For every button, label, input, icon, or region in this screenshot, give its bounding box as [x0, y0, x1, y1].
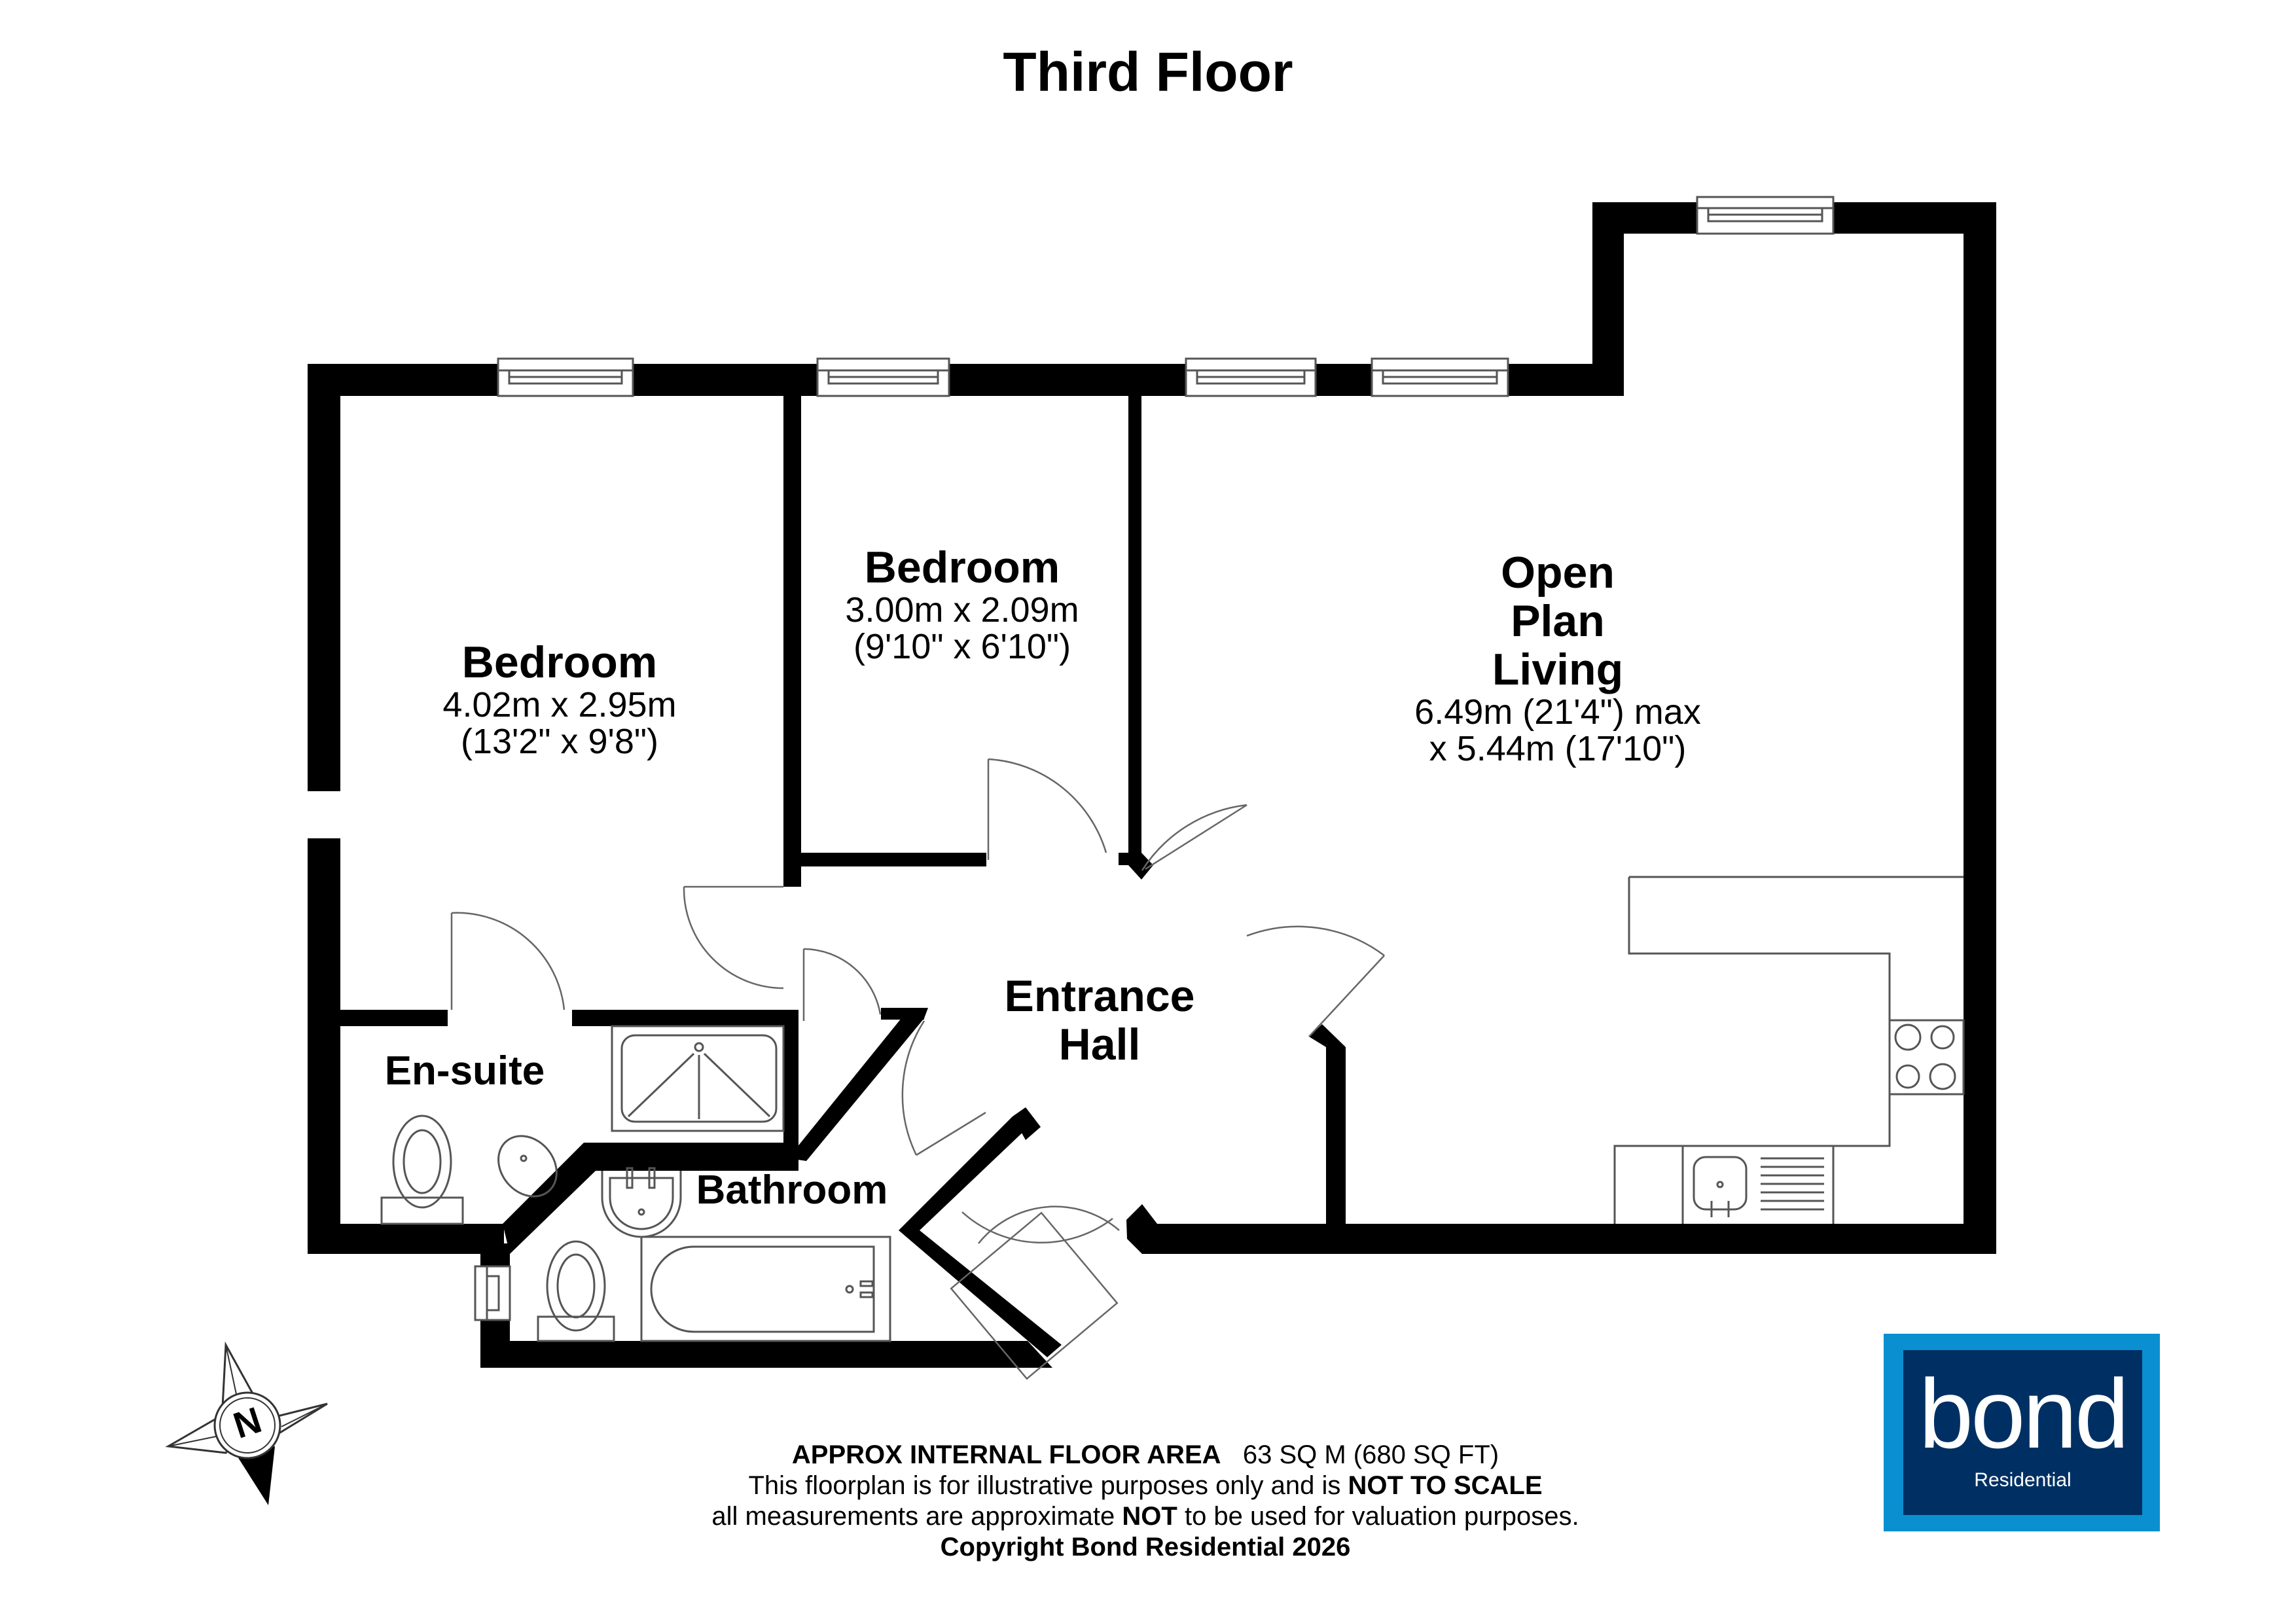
copyright: Copyright Bond Residential 2026 — [655, 1532, 1636, 1563]
window-bedroom1 — [497, 357, 634, 397]
bathroom-toilet — [537, 1240, 615, 1342]
disclaimer-emphasis: NOT TO SCALE — [1348, 1471, 1543, 1500]
room-name: Bedroom — [461, 637, 658, 687]
bathroom-basin — [601, 1167, 682, 1238]
disclaimer-line-1: This floorplan is for illustrative purpo… — [655, 1471, 1636, 1501]
logo-wordmark: bond — [1918, 1359, 2130, 1469]
disclaimer-text: to be used for valuation purposes. — [1184, 1502, 1579, 1531]
doors — [450, 758, 1385, 1380]
footer-notes: APPROX INTERNAL FLOOR AREA 63 SQ M (680 … — [655, 1440, 1636, 1563]
floor-area-label: APPROX INTERNAL FLOOR AREA — [791, 1440, 1221, 1469]
room-bedroom-1: Bedroom 4.02m x 2.95m (13'2" x 9'8") — [393, 638, 726, 760]
ensuite-toilet — [380, 1115, 464, 1225]
room-name: En-suite — [384, 1048, 545, 1094]
disclaimer-text: This floorplan is for illustrative purpo… — [748, 1471, 1341, 1500]
ensuite-basin — [497, 1135, 558, 1198]
room-ensuite: En-suite — [353, 1047, 576, 1096]
logo-subtitle: Residential — [1974, 1469, 2072, 1491]
ensuite-shower-tray — [611, 1025, 785, 1132]
kitchen-sink — [1681, 1146, 1835, 1224]
room-dimensions-line: 6.49m (21'4") max — [1414, 692, 1701, 732]
disclaimer-emphasis: NOT — [1122, 1502, 1177, 1531]
room-open-plan-living: Open Plan Living 6.49m (21'4") max x 5.4… — [1355, 548, 1761, 767]
room-name: Bedroom — [864, 543, 1060, 592]
window-bedroom2 — [816, 357, 950, 397]
room-bedroom-2: Bedroom 3.00m x 2.09m (9'10" x 6'10") — [805, 543, 1119, 665]
room-bathroom: Bathroom — [674, 1166, 910, 1215]
walls — [308, 202, 1996, 1368]
floor-area-value: 63 SQ M (680 SQ FT) — [1242, 1440, 1499, 1469]
room-dimensions-line: x 5.44m (17'10") — [1429, 729, 1687, 768]
bond-residential-logo: bond Residential — [1884, 1334, 2160, 1531]
bathtub — [640, 1236, 891, 1342]
windows — [474, 196, 1835, 1321]
room-entrance-hall: Entrance Hall — [969, 972, 1230, 1069]
window-living-1 — [1185, 357, 1317, 397]
compass-n-label: N — [228, 1399, 266, 1446]
window-living-2 — [1371, 357, 1509, 397]
room-dimensions-metric: 4.02m x 2.95m — [442, 685, 677, 724]
kitchen — [1613, 876, 1965, 1224]
logo-panel: bond Residential — [1903, 1350, 2142, 1515]
window-living-3 — [1696, 196, 1835, 235]
room-dimensions-imperial: (13'2" x 9'8") — [460, 722, 659, 761]
compass-icon — [165, 1341, 328, 1505]
room-name-line: Living — [1492, 645, 1624, 694]
room-name-line: Open — [1501, 548, 1615, 597]
page-title: Third Floor — [1003, 41, 1293, 103]
room-name-line: Entrance — [1004, 971, 1195, 1021]
room-dimensions-metric: 3.00m x 2.09m — [845, 590, 1079, 630]
window-bathroom — [474, 1265, 511, 1321]
room-name: Bathroom — [696, 1168, 888, 1213]
room-dimensions-imperial: (9'10" x 6'10") — [853, 627, 1071, 666]
copyright-text: Copyright Bond Residential 2026 — [940, 1533, 1351, 1561]
room-name-line: Plan — [1511, 596, 1605, 646]
disclaimer-text: all measurements are approximate — [711, 1502, 1115, 1531]
ensuite-fixtures — [380, 1025, 785, 1225]
disclaimer-line-2: all measurements are approximate NOT to … — [655, 1501, 1636, 1532]
hob — [1888, 1019, 1965, 1096]
floor-area-line: APPROX INTERNAL FLOOR AREA 63 SQ M (680 … — [655, 1440, 1636, 1471]
room-name-line: Hall — [1058, 1020, 1141, 1069]
bathroom-fixtures — [537, 1167, 891, 1342]
kitchen-counter — [1613, 876, 1964, 1224]
